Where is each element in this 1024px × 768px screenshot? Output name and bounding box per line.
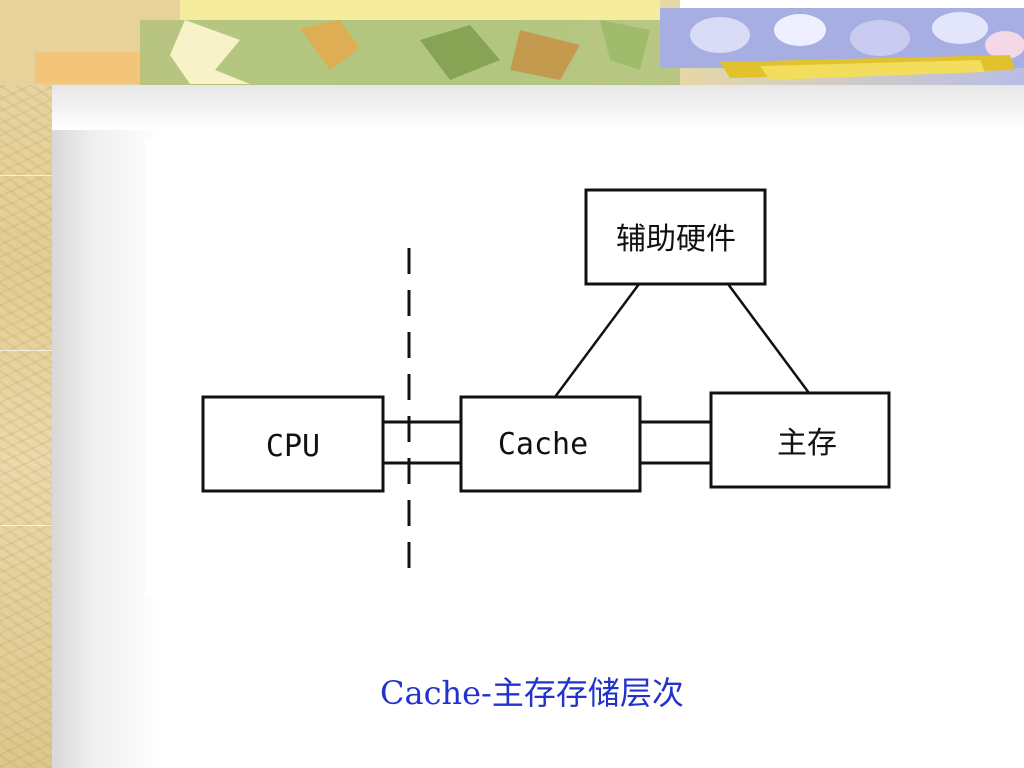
diagram-caption: Cache-主存存储层次 (380, 674, 684, 712)
connector-aux-to-memory (726, 283, 811, 394)
main-memory-box (709, 391, 891, 489)
slide-shadow (52, 85, 162, 768)
main-memory-label: 主存 (777, 426, 837, 461)
decorative-top-banner (0, 0, 1024, 85)
strip-seam (0, 175, 52, 176)
slide-shadow-top (52, 85, 1024, 130)
banner-artwork (0, 0, 1024, 85)
cache-hierarchy-diagram: CPU Cache 主存 辅助硬件 (145, 138, 1024, 598)
decorative-left-strip (0, 0, 52, 768)
cache-label: Cache (498, 427, 588, 462)
cpu-box (201, 395, 385, 493)
cache-box (459, 395, 642, 493)
strip-seam (0, 525, 52, 526)
connector-aux-to-cache (553, 283, 641, 398)
diagram-canvas: CPU Cache 主存 辅助硬件 (201, 188, 891, 570)
aux-hardware-box (584, 188, 767, 286)
strip-seam (0, 350, 52, 351)
cpu-label: CPU (266, 429, 320, 464)
aux-hardware-label: 辅助硬件 (616, 222, 736, 257)
